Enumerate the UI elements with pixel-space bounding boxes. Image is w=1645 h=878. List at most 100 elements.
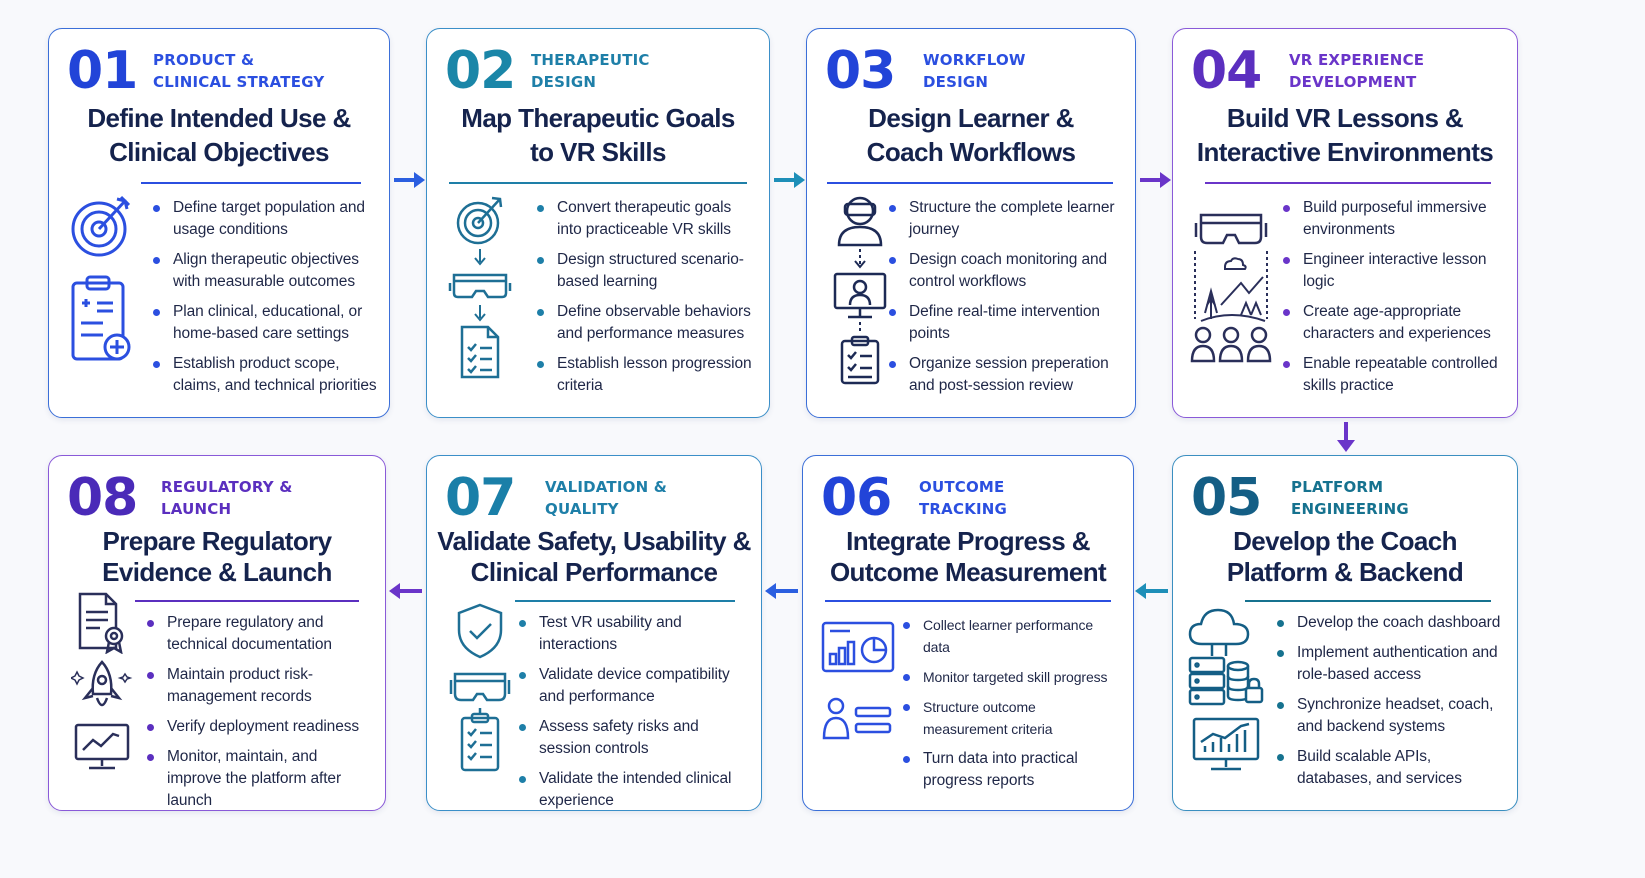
bullet-list: Build purposeful immersive environments … [1281, 197, 1507, 405]
step-card-08: 08 REGULATORY & LAUNCH Prepare Regulator… [48, 455, 386, 811]
step-number: 05 [1191, 468, 1262, 528]
step-title: Map Therapeutic Goals to VR Skills [461, 103, 735, 167]
arrow-down-icon [474, 305, 486, 322]
step-number: 02 [445, 41, 516, 101]
list-item: Turn data into practical progress report… [901, 748, 1123, 792]
arrow-down-icon [854, 249, 866, 269]
step-title: Validate Safety, Usability & Clinical Pe… [437, 526, 751, 587]
dashboard-icon [821, 621, 895, 673]
step-title: Prepare Regulatory Evidence & Launch [102, 526, 332, 587]
divider [827, 182, 1113, 184]
divider [1205, 182, 1491, 184]
checklist-icon [460, 325, 500, 379]
step-number: 04 [1191, 41, 1262, 101]
step-number: 07 [445, 468, 516, 528]
learner-headset-icon [837, 196, 883, 247]
list-item: Structure outcome measurement criteria [901, 696, 1123, 740]
shield-check-icon [457, 603, 503, 659]
step-category: PRODUCT & CLINICAL STRATEGY [153, 51, 325, 91]
target-icon [456, 196, 503, 245]
step-card-04: 04 VR EXPERIENCE DEVELOPMENT Build VR Le… [1172, 28, 1518, 418]
step-number: 01 [67, 41, 138, 101]
trend-monitor-icon [74, 723, 130, 770]
icon-column [439, 193, 521, 403]
list-item: Develop the coach dashboard [1275, 612, 1507, 634]
icon-column [439, 602, 521, 796]
checklist-icon [840, 335, 880, 385]
bullet-list: Develop the coach dashboard Implement au… [1275, 612, 1507, 798]
list-item: Validate device compatibility and perfor… [517, 664, 751, 708]
step-category: WORKFLOW DESIGN [923, 51, 1026, 91]
list-item: Verify deployment readiness [145, 716, 375, 738]
list-item: Plan clinical, educational, or home-base… [151, 301, 379, 345]
icon-column [61, 193, 143, 403]
bullet-list: Define target population and usage condi… [151, 197, 379, 405]
step-card-05: 05 PLATFORM ENGINEERING Develop the Coac… [1172, 455, 1518, 811]
bullet-list: Convert therapeutic goals into practicea… [535, 197, 759, 405]
list-item: Establish product scope, claims, and tec… [151, 353, 379, 397]
landscape-icon [1194, 251, 1268, 322]
certificate-icon [78, 592, 124, 654]
step-category: VALIDATION & QUALITY [545, 478, 668, 518]
list-item: Test VR usability and interactions [517, 612, 751, 656]
bullet-list: Test VR usability and interactions Valid… [517, 612, 751, 820]
arrow-left-icon [389, 583, 422, 599]
step-category: VR EXPERIENCE DEVELOPMENT [1289, 51, 1425, 91]
list-item: Synchronize headset, coach, and backend … [1275, 694, 1507, 738]
icon-column [819, 193, 901, 403]
arrow-right-icon [1140, 172, 1171, 188]
icon-column [1185, 193, 1277, 403]
step-number: 06 [821, 468, 892, 528]
list-item: Define real-time intervention points [887, 301, 1125, 345]
vr-headset-icon [449, 672, 511, 702]
step-number: 03 [825, 41, 896, 101]
divider [825, 600, 1111, 602]
arrow-down-icon [1337, 422, 1355, 452]
list-item: Organize session preperation and post-se… [887, 353, 1125, 397]
arrow-left-icon [1135, 583, 1168, 599]
step-card-06: 06 OUTCOME TRACKING Integrate Progress &… [802, 455, 1134, 811]
step-title: Build VR Lessons & Interactive Environme… [1196, 103, 1494, 167]
list-item: Engineer interactive lesson logic [1281, 249, 1507, 293]
divider [135, 600, 359, 602]
vr-headset-icon [1194, 213, 1268, 245]
icon-column [1185, 604, 1267, 796]
step-category: REGULATORY & LAUNCH [161, 478, 293, 518]
arrow-right-icon [394, 172, 425, 188]
step-category: PLATFORM ENGINEERING [1291, 478, 1409, 518]
step-title: Integrate Progress & Outcome Measurement [829, 526, 1107, 587]
list-item: Monitor, maintain, and improve the platf… [145, 746, 375, 812]
checklist-icon [460, 708, 500, 772]
divider [515, 600, 735, 602]
monitor-user-icon [833, 272, 887, 319]
arrow-down-icon [474, 249, 486, 266]
list-item: Structure the complete learner journey [887, 197, 1125, 241]
cloud-server-icon [1188, 608, 1264, 706]
list-item: Align therapeutic objectives with measur… [151, 249, 379, 293]
step-card-03: 03 WORKFLOW DESIGN Design Learner & Coac… [806, 28, 1136, 418]
step-card-07: 07 VALIDATION & QUALITY Validate Safety,… [426, 455, 762, 811]
list-item: Establish lesson progression criteria [535, 353, 759, 397]
list-item: Create age-appropriate characters and ex… [1281, 301, 1507, 345]
step-card-01: 01 PRODUCT & CLINICAL STRATEGY Define In… [48, 28, 390, 418]
icon-column [815, 620, 901, 796]
step-category: THERAPEUTIC DESIGN [531, 51, 650, 91]
list-item: Monitor targeted skill progress [901, 666, 1123, 688]
bullet-list: Collect learner performance data Monitor… [901, 614, 1123, 800]
clipboard-plus-icon [71, 275, 131, 361]
divider [141, 182, 361, 184]
step-title: Design Learner & Coach Workflows [866, 103, 1076, 167]
list-item: Implement authentication and role-based … [1275, 642, 1507, 686]
analytics-monitor-icon [1192, 717, 1260, 771]
icon-column [61, 590, 143, 796]
list-item: Build scalable APIs, databases, and serv… [1275, 746, 1507, 790]
divider [1245, 600, 1491, 602]
target-icon [71, 195, 131, 257]
list-item: Validate the intended clinical experienc… [517, 768, 751, 812]
step-title: Develop the Coach Platform & Backend [1226, 526, 1464, 587]
people-icon [1190, 326, 1272, 363]
step-title: Define Intended Use & Clinical Objective… [87, 103, 351, 167]
list-item: Prepare regulatory and technical documen… [145, 612, 375, 656]
list-item: Define target population and usage condi… [151, 197, 379, 241]
arrow-left-icon [765, 583, 798, 599]
